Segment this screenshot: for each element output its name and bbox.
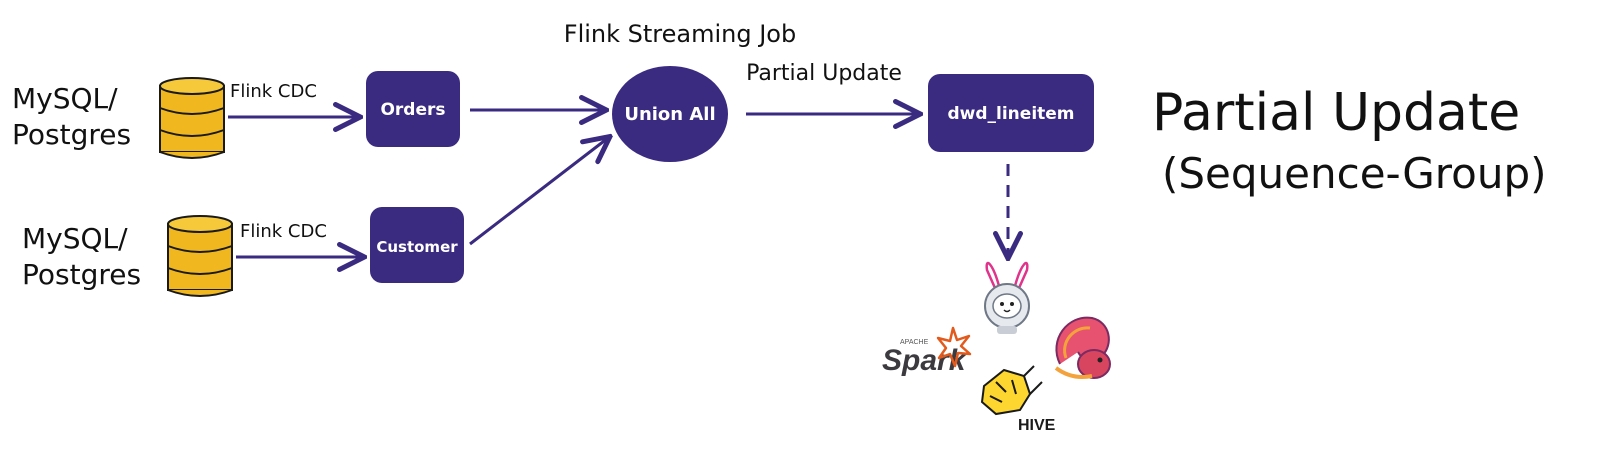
spark-small-label: APACHE	[900, 339, 929, 346]
source-1-edge-label: Flink CDC	[230, 81, 317, 102]
spark-logo-icon: APACHE Spark	[882, 326, 972, 377]
union-all-label: Union All	[624, 104, 715, 125]
source-2-label-line1: MySQL/	[22, 222, 128, 255]
customer-node: Customer	[370, 207, 464, 283]
partial-update-edge-label: Partial Update	[746, 61, 902, 86]
sink-node: dwd_lineitem	[928, 74, 1094, 152]
database-icon	[167, 215, 233, 297]
edge-customer-union	[469, 138, 608, 246]
database-icon	[159, 77, 225, 159]
customer-label: Customer	[376, 238, 458, 256]
orders-node: Orders	[366, 71, 460, 147]
source-2-label-line2: Postgres	[22, 258, 141, 291]
source-2-edge-label: Flink CDC	[240, 221, 327, 242]
paimon-mascot-icon	[984, 261, 1030, 334]
union-all-node: Union All	[612, 66, 728, 162]
orders-label: Orders	[380, 100, 445, 120]
source-1-label-line2: Postgres	[12, 118, 131, 151]
source-1-label-line1: MySQL/	[12, 82, 118, 115]
sink-label: dwd_lineitem	[947, 104, 1074, 124]
hive-logo-icon: HIVE	[980, 365, 1056, 434]
job-title: Flink Streaming Job	[564, 20, 796, 48]
heading-title: Partial Update	[1152, 83, 1520, 143]
heading-subtitle: (Sequence-Group)	[1162, 149, 1547, 198]
flink-squirrel-icon	[1054, 316, 1111, 379]
hive-label: HIVE	[1018, 417, 1056, 434]
